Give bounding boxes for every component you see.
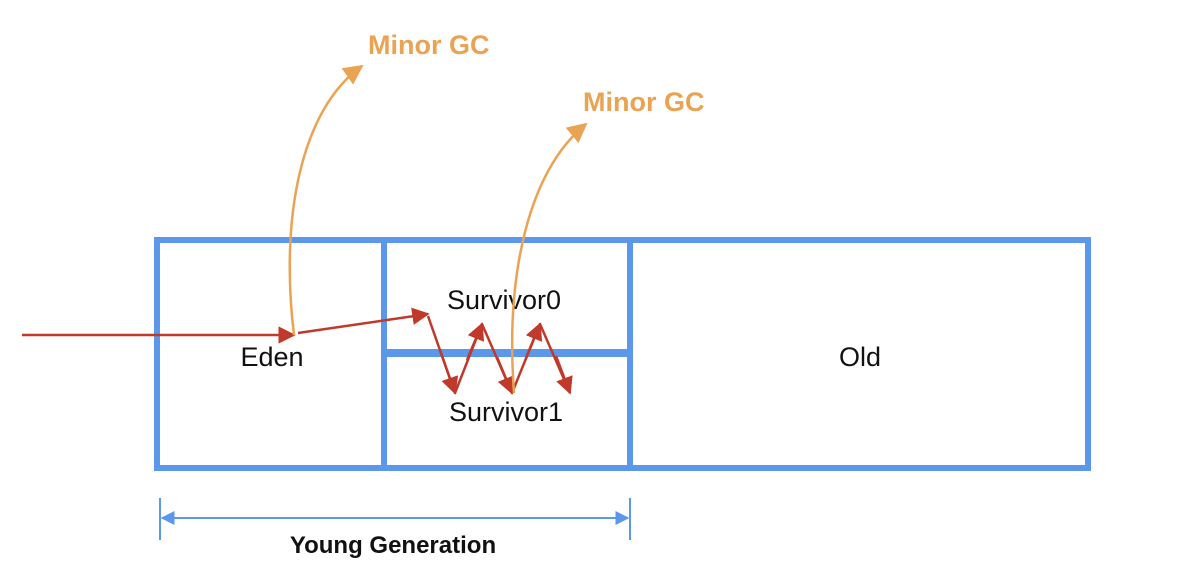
minor-gc-label-1: Minor GC xyxy=(368,30,490,60)
survivor1-label: Survivor1 xyxy=(449,397,563,427)
eden-to-survivor0-arrow xyxy=(297,307,430,335)
survivor0-label: Survivor0 xyxy=(447,285,561,315)
zigzag-arrowhead-5 xyxy=(554,355,573,395)
heap-outer-box xyxy=(154,237,1091,471)
minor-gc-arrow-eden xyxy=(288,64,364,336)
gc-arrows xyxy=(288,64,588,394)
old-label: Old xyxy=(839,342,881,372)
eden-label: Eden xyxy=(240,342,303,372)
object-flow xyxy=(22,307,573,395)
minor-gc-label-2: Minor GC xyxy=(583,87,705,117)
zigzag-arrowhead-3 xyxy=(495,356,515,395)
young-generation-span xyxy=(159,498,631,540)
young-generation-label: Young Generation xyxy=(290,532,496,559)
zigzag-arrowhead-1 xyxy=(438,349,459,395)
heap-layout xyxy=(154,237,1091,471)
zigzag-arrowhead-2 xyxy=(465,322,485,361)
minor-gc-arrow-survivor xyxy=(511,122,588,394)
zigzag-arrowhead-4 xyxy=(524,322,543,359)
